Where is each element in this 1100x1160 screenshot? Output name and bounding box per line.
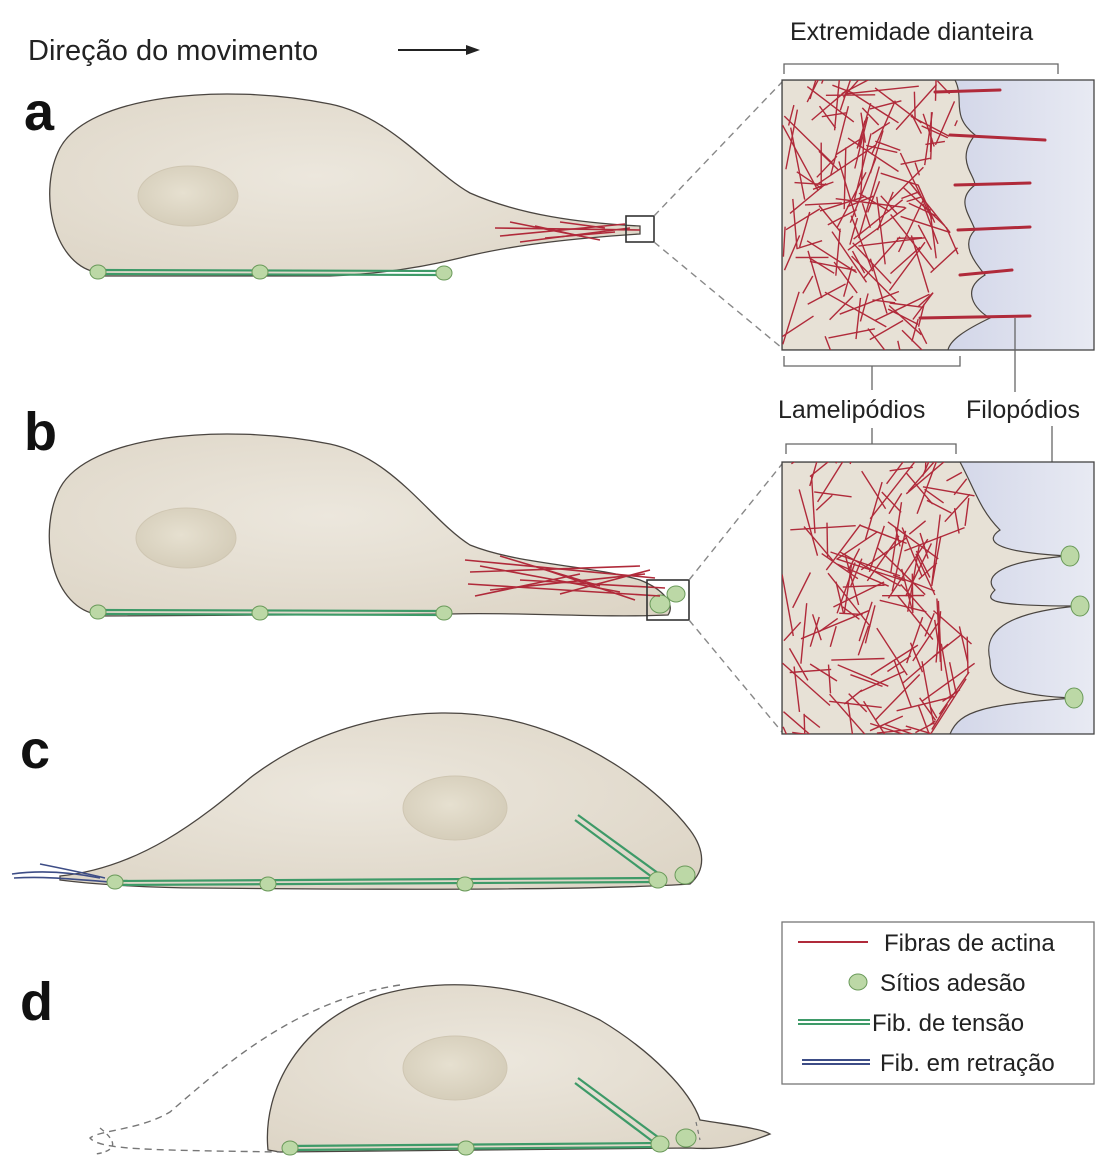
cell-b xyxy=(49,434,689,620)
zoom-connector-a xyxy=(654,82,782,348)
legend: Fibras de actina Sítios adesão Fib. de t… xyxy=(782,922,1094,1084)
legend-label: Fib. de tensão xyxy=(872,1010,1024,1037)
filopodia-label: Filopódios xyxy=(966,396,1080,424)
callout-leading-edge: Extremidade dianteira xyxy=(784,18,1058,74)
panel-letter-b: b xyxy=(24,402,57,462)
cell-c xyxy=(12,713,702,891)
actin-filament xyxy=(822,49,836,84)
adhesion-site-icon xyxy=(849,974,867,990)
legend-label: Sítios adesão xyxy=(880,970,1025,997)
nucleus xyxy=(138,166,238,226)
actin-filament xyxy=(827,523,828,558)
actin-filament xyxy=(936,78,937,101)
nucleus xyxy=(403,1036,507,1100)
nucleus xyxy=(136,508,236,568)
actin-filament xyxy=(912,574,913,614)
direction-label: Direção do movimento xyxy=(28,35,318,67)
zoom-connector-b xyxy=(689,464,782,732)
lamellipodia-label: Lamelipódios xyxy=(778,396,925,424)
actin-filament xyxy=(914,92,915,118)
panel-letter-a: a xyxy=(24,82,55,142)
panel-letter-d: d xyxy=(20,972,53,1032)
nucleus xyxy=(403,776,507,840)
actin-filament xyxy=(836,431,863,463)
direction-arrow-icon xyxy=(398,45,480,55)
legend-label: Fib. em retração xyxy=(880,1050,1055,1077)
panel-letter-c: c xyxy=(20,720,50,780)
leading-edge-label: Extremidade dianteira xyxy=(790,18,1033,46)
inset-leading-edge-b xyxy=(782,462,1094,734)
inset-leading-edge-a xyxy=(782,80,1094,350)
actin-filament xyxy=(931,138,932,159)
callout-lamellipodia: Lamelipódios xyxy=(778,356,960,454)
actin-filament xyxy=(826,95,875,96)
actin-filament xyxy=(791,436,831,464)
cell-d xyxy=(90,985,770,1155)
actin-filament xyxy=(926,400,928,470)
legend-label: Fibras de actina xyxy=(884,930,1055,957)
cell-a xyxy=(50,94,654,280)
